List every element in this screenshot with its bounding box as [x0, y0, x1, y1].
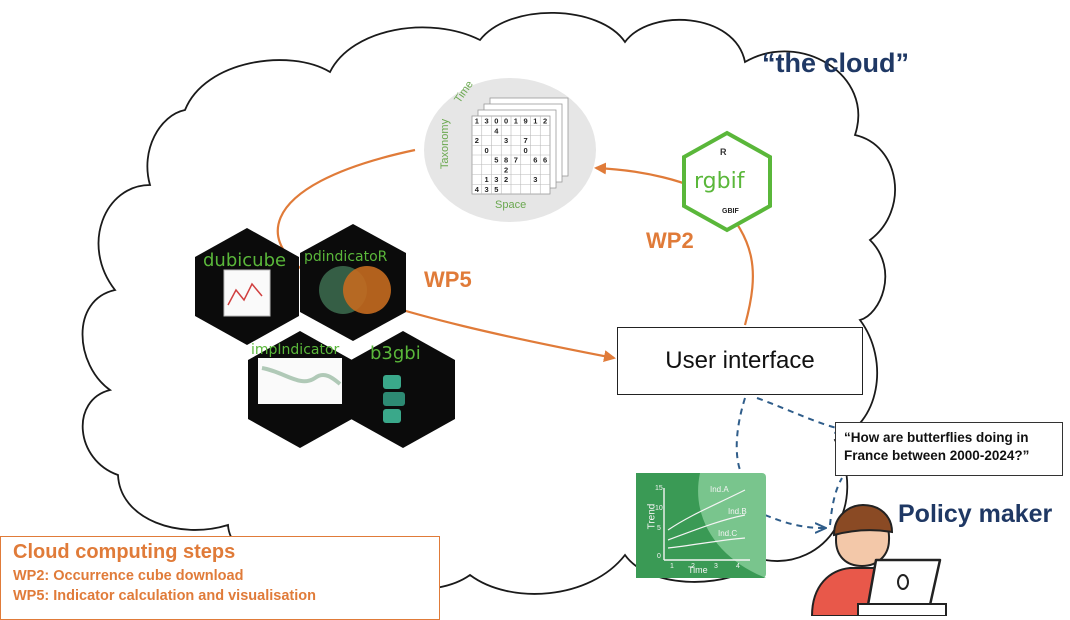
- package-hex-impindicator: [248, 331, 352, 448]
- trend-series-label: Ind.A: [710, 485, 729, 494]
- trend-series-label: Ind.B: [728, 507, 747, 516]
- cube-cell-value: 0: [504, 117, 508, 126]
- steps-item: WP2: Occurrence cube download: [13, 568, 244, 584]
- cube-cell-value: 2: [504, 165, 508, 174]
- r-logo-icon: R: [720, 147, 727, 157]
- package-hex-b3gbi: [351, 331, 455, 448]
- question-box: “How are butterflies doing in France bet…: [835, 422, 1063, 476]
- cube-axis-space: Space: [495, 199, 527, 211]
- dashed-link-ui-to-chart: [735, 397, 746, 471]
- trend-chart-card: [636, 473, 766, 578]
- package-hex-pdindicator: [300, 224, 406, 341]
- trend-ytick: 5: [657, 525, 661, 532]
- trend-xtick: 4: [736, 563, 740, 570]
- steps-box: Cloud computing steps WP2: Occurrence cu…: [0, 536, 440, 620]
- package-label-impindicator: impIndicator: [251, 342, 340, 358]
- cube-cell-value: 1: [485, 175, 489, 184]
- cube-cell-value: 8: [504, 156, 508, 165]
- trend-ytick: 15: [655, 485, 663, 492]
- gbif-logo-icon: GBIF: [722, 208, 739, 215]
- steps-title: Cloud computing steps: [13, 541, 236, 563]
- package-hex-dubicube: [195, 228, 299, 345]
- cube-cell-value: 3: [494, 175, 498, 184]
- cube-cell-value: 2: [475, 136, 479, 145]
- cube-cell-value: 5: [494, 185, 498, 194]
- trend-ytick: 10: [655, 505, 663, 512]
- cube-cell-value: 6: [533, 156, 537, 165]
- cube-cell-value: 3: [485, 117, 489, 126]
- cube-cell-value: 1: [533, 117, 537, 126]
- cube-cell-value: 2: [504, 175, 508, 184]
- cube-cell-value: 1: [475, 117, 479, 126]
- cube-cell-value: 2: [543, 117, 547, 126]
- rgbif-label: rgbif: [694, 169, 745, 194]
- trend-xlabel: Time: [688, 565, 708, 575]
- dashed-link-policy-to-question: [829, 477, 843, 526]
- trend-series-label: Ind.C: [718, 529, 738, 538]
- cube-cell-value: 0: [485, 146, 489, 155]
- policy-maker-avatar: [810, 503, 947, 616]
- cube-cell-value: 9: [524, 117, 528, 126]
- package-label-dubicube: dubicube: [203, 250, 287, 271]
- cube-cell-value: 4: [475, 185, 480, 194]
- cube-cell-value: 3: [504, 136, 508, 145]
- cloud-label: “the cloud”: [762, 48, 909, 78]
- steps-item: WP5: Indicator calculation and visualisa…: [13, 588, 316, 605]
- cube-axis-taxonomy: Taxonomy: [439, 118, 452, 170]
- wp5-label: WP5: [424, 267, 472, 292]
- package-label-pdindicator: pdindicatoR: [304, 249, 388, 265]
- policy-maker-label: Policy maker: [898, 500, 1053, 528]
- cube-cell-value: 0: [494, 117, 498, 126]
- package-label-b3gbi: b3gbi: [370, 343, 421, 364]
- cube-cell-value: 0: [524, 146, 528, 155]
- rgbif-hex: [682, 130, 772, 233]
- trend-chart-text: Trend 15 10 5 0 1 2 3 4 Time Ind.A Ind.B…: [636, 473, 766, 578]
- trend-ytick: 0: [657, 553, 661, 560]
- trend-xtick: 1: [670, 563, 674, 570]
- cube-cell-value: 7: [514, 156, 518, 165]
- cube-cell-value: 6: [543, 156, 547, 165]
- cube-cell-value: 1: [514, 117, 518, 126]
- trend-xtick: 3: [714, 563, 718, 570]
- dashed-link-chart-to-policy: [764, 514, 825, 528]
- wp2-label: WP2: [646, 228, 694, 253]
- cube-cell-value: 3: [533, 175, 537, 184]
- cube-cell-value: 4: [494, 126, 499, 135]
- cube-cell-value: 5: [494, 156, 498, 165]
- cube-cell-value: 3: [485, 185, 489, 194]
- user-interface-box: User interface: [617, 327, 863, 395]
- cube-cell-value: 7: [524, 136, 528, 145]
- trend-xtick: 2: [691, 563, 695, 570]
